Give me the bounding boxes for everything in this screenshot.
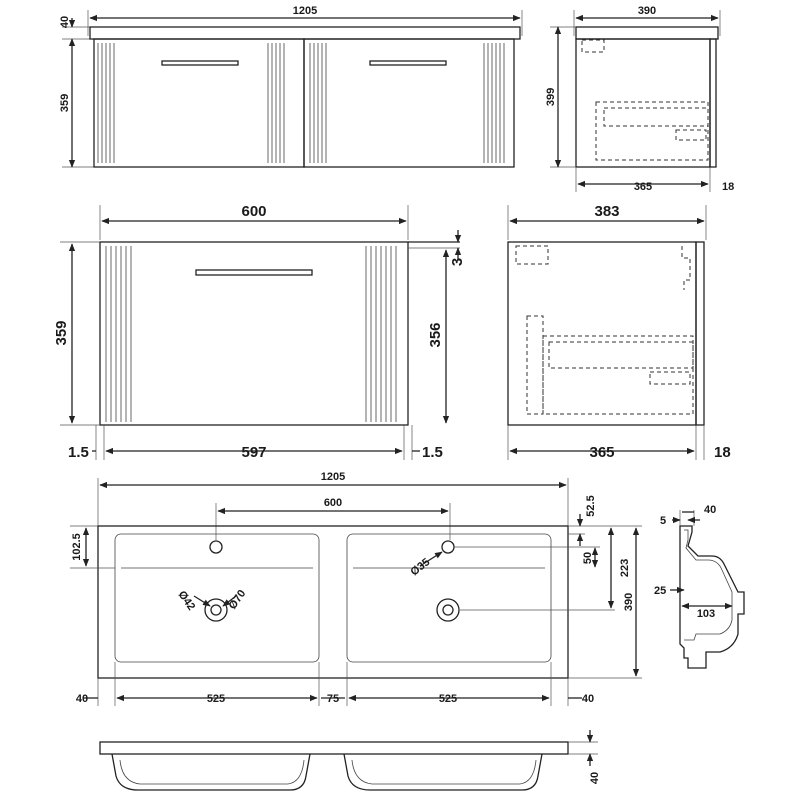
handle-left <box>161 60 239 66</box>
section-depth-label: 103 <box>697 608 715 620</box>
mid-height-label: 359 <box>53 320 70 345</box>
worktop <box>89 26 521 40</box>
top-height-label: 40 <box>59 16 71 28</box>
side-depth-label: 390 <box>638 5 656 17</box>
mid-right-gap-label: 1.5 <box>422 444 443 461</box>
fluting-top <box>97 43 505 163</box>
mid-inner-height-label: 356 <box>427 322 444 347</box>
section-bowl-label: 25 <box>654 585 666 597</box>
plan-tap-spacing-label: 600 <box>324 497 342 509</box>
mid-side-depth-label: 383 <box>594 203 619 220</box>
section-profile <box>679 525 745 669</box>
height-label: 359 <box>59 94 71 112</box>
mid-side-carcass <box>507 241 697 426</box>
bowl-right <box>346 533 552 663</box>
drawer-front-right <box>303 38 515 168</box>
basin-cross-section: 40 5 25 103 <box>654 504 745 669</box>
waste-inner-label: Ø42 <box>176 589 198 613</box>
basin-plan-view: 1205 600 Ø70 Ø42 Ø35 52.5 50 223 <box>70 471 642 706</box>
bowl-left <box>114 533 320 663</box>
plan-width-label: 1205 <box>321 471 345 483</box>
tap-offset-label: 50 <box>582 552 594 564</box>
bowl-elevation-left <box>111 753 311 791</box>
basin-front-elevation: 40 <box>99 730 601 791</box>
fluting-mid <box>105 246 397 422</box>
mid-side-door-label: 18 <box>714 444 731 461</box>
waste-right-outer <box>436 598 460 622</box>
side-carcass-label: 365 <box>634 181 652 193</box>
basin-top <box>97 525 569 679</box>
mid-side-carcass-label: 365 <box>589 444 614 461</box>
mid-width-label: 600 <box>241 203 266 220</box>
rim-label: 52.5 <box>585 495 597 516</box>
section-top-label: 40 <box>704 504 716 516</box>
waste-outer-label: Ø70 <box>227 588 249 612</box>
bottom-dim-2: 525 <box>207 693 225 705</box>
tap-hole-label: Ø35 <box>408 556 432 578</box>
plan-depth-label: 390 <box>623 593 635 611</box>
basin-elevation-top <box>99 741 569 755</box>
waste-offset-label: 223 <box>619 559 631 577</box>
bottom-dim-4: 525 <box>439 693 457 705</box>
section-lip-label: 5 <box>660 515 666 527</box>
elevation-thickness-label: 40 <box>589 772 601 784</box>
bottom-dim-5: 40 <box>582 693 594 705</box>
side-height-label: 399 <box>545 88 557 106</box>
handle-right <box>369 60 447 66</box>
waste-left-inner <box>210 604 222 616</box>
mid-drawer-front <box>99 241 409 426</box>
top-side-elevation: 390 399 365 18 <box>545 5 734 193</box>
mid-inner-width-label: 597 <box>241 444 266 461</box>
tap-hole-left <box>209 540 223 554</box>
mid-side-elevation: 383 365 18 <box>507 203 731 461</box>
mid-top-gap-label: 3 <box>449 258 466 266</box>
bottom-dim-3: 75 <box>327 693 339 705</box>
left-edge-label: 102.5 <box>71 533 83 561</box>
top-front-elevation: 1205 40 359 <box>59 5 523 168</box>
mid-front-elevation: 600 359 356 3 1.5 597 1.5 <box>53 203 466 461</box>
side-door-label: 18 <box>722 181 734 193</box>
bowl-elevation-right <box>343 753 543 791</box>
bottom-dim-1: 40 <box>76 693 88 705</box>
waste-left-outer <box>204 598 228 622</box>
tap-hole-right <box>441 540 455 554</box>
mid-handle <box>195 269 313 276</box>
width-label: 1205 <box>293 5 317 17</box>
drawer-front-left <box>93 38 305 168</box>
waste-right-inner <box>442 604 454 616</box>
mid-left-gap-label: 1.5 <box>68 444 89 461</box>
